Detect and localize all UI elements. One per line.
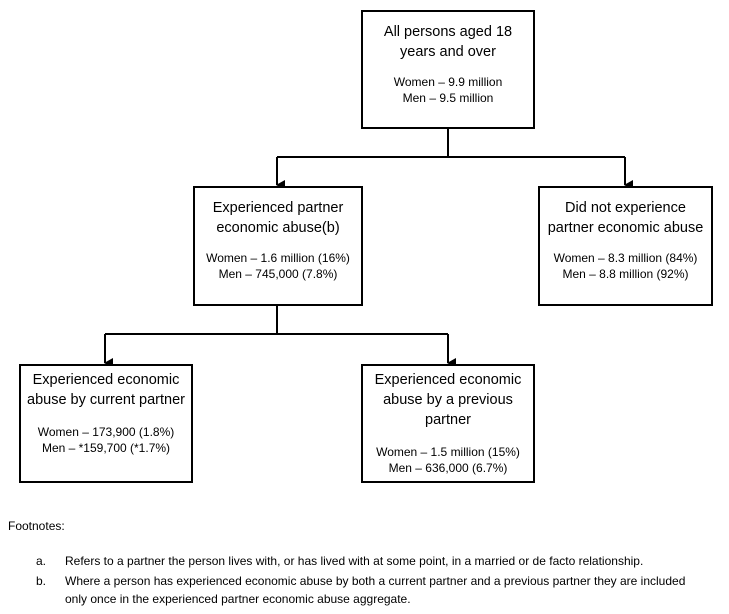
node-title: All persons aged 18 years and over [383, 24, 513, 60]
women-stat: Women – 8.3 million (84%) [553, 251, 698, 265]
node-stats: Women – 8.3 million (84%) Men – 8.8 mill… [540, 250, 711, 282]
footnote-marker: a. [36, 554, 47, 568]
node-did-not-experience: Did not experience partner economic abus… [538, 186, 713, 306]
footnotes-heading: Footnotes: [8, 519, 65, 533]
women-stat: Women – 9.9 million [393, 75, 503, 89]
node-experienced-partner-economic-abuse: Experienced partner economic abuse(b) Wo… [193, 186, 363, 306]
men-stat: Men – 8.8 million (92%) [562, 267, 689, 281]
women-stat: Women – 173,900 (1.8%) [37, 425, 175, 439]
node-title: Experienced economic abuse by current pa… [27, 372, 185, 408]
men-stat: Men – 9.5 million [402, 91, 494, 105]
women-stat: Women – 1.6 million (16%) [206, 251, 350, 265]
men-stat: Men – 745,000 (7.8%) [218, 267, 338, 281]
node-previous-partner: Experienced economic abuse by a previous… [361, 364, 535, 483]
node-stats: Women – 9.9 million Men – 9.5 million [363, 74, 533, 106]
men-stat: Men – 636,000 (6.7%) [388, 461, 508, 475]
node-title: Experienced partner economic abuse(b) [212, 200, 344, 236]
footnote-marker: b. [36, 574, 47, 588]
node-stats: Women – 1.6 million (16%) Men – 745,000 … [195, 250, 361, 282]
node-stats: Women – 1.5 million (15%) Men – 636,000 … [363, 444, 533, 476]
footnote-text: Refers to a partner the person lives wit… [65, 554, 644, 568]
women-stat: Women – 1.5 million (15%) [376, 445, 520, 459]
node-title: Did not experience partner economic abus… [547, 200, 704, 236]
node-stats: Women – 173,900 (1.8%) Men – *159,700 (*… [21, 424, 191, 456]
node-current-partner: Experienced economic abuse by current pa… [19, 364, 193, 483]
men-stat: Men – *159,700 (*1.7%) [41, 441, 171, 455]
node-title: Experienced economic abuse by a previous… [374, 372, 522, 428]
node-all-persons: All persons aged 18 years and over Women… [361, 10, 535, 129]
footnote-text: Where a person has experienced economic … [65, 574, 686, 606]
